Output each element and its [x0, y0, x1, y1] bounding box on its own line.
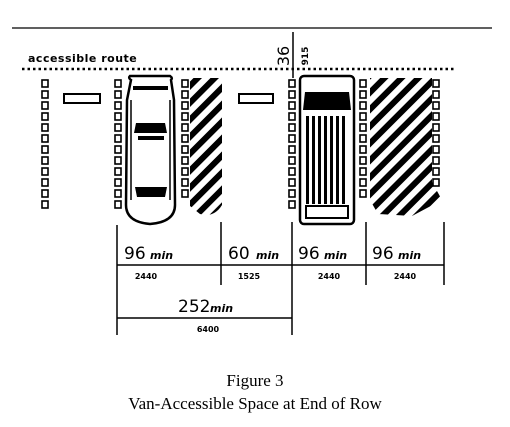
access-aisle-van-hatch: [370, 78, 442, 216]
top-dimension-inches: 36: [274, 46, 293, 66]
dimension-van-min: min: [324, 249, 347, 262]
dimension-van: 96 min 2440: [298, 244, 347, 281]
dimension-van-inches: 96: [298, 244, 320, 264]
dimension-car-min: min: [150, 249, 173, 262]
car: [124, 74, 177, 226]
van-stall-left-line: [288, 79, 296, 209]
figure-title: Van-Accessible Space at End of Row: [128, 394, 382, 413]
dimension-total: 252 min 6400: [178, 297, 233, 334]
car-stall-left-line: [114, 79, 122, 209]
dimension-car-aisle-min: min: [256, 249, 279, 262]
dimension-van-aisle-mm: 2440: [394, 272, 417, 281]
dimension-van-aisle-min: min: [398, 249, 421, 262]
dimension-total-inches: 252: [178, 297, 210, 317]
top-dimension-mm: 915: [301, 47, 311, 66]
dimension-van-mm: 2440: [318, 272, 341, 281]
dimension-car-mm: 2440: [135, 272, 158, 281]
figure-number: Figure 3: [226, 371, 284, 390]
wheel-stop-left: [63, 93, 101, 104]
dimension-car-aisle-inches: 60: [228, 244, 250, 264]
van: [298, 74, 356, 226]
dimension-car-aisle-mm: 1525: [238, 272, 261, 281]
dimension-total-mm: 6400: [197, 325, 220, 334]
dimension-total-min: min: [210, 302, 233, 315]
dimension-car: 96 min 2440: [124, 244, 173, 281]
wheel-stop-middle: [238, 93, 274, 104]
dimension-van-aisle-inches: 96: [372, 244, 394, 264]
access-aisle-car-hatch: [190, 78, 222, 215]
right-curb-markers: [432, 79, 440, 187]
dimension-van-aisle: 96 min 2440: [372, 244, 421, 281]
car-stall-right-line: [181, 79, 189, 198]
left-curb-markers: [41, 79, 49, 209]
dimension-car-aisle: 60 min 1525: [228, 244, 279, 281]
van-stall-right-line: [359, 79, 367, 198]
dimension-extension-lines: [116, 222, 445, 335]
accessible-route-label: accessible route: [28, 52, 137, 65]
dimension-car-inches: 96: [124, 244, 146, 264]
